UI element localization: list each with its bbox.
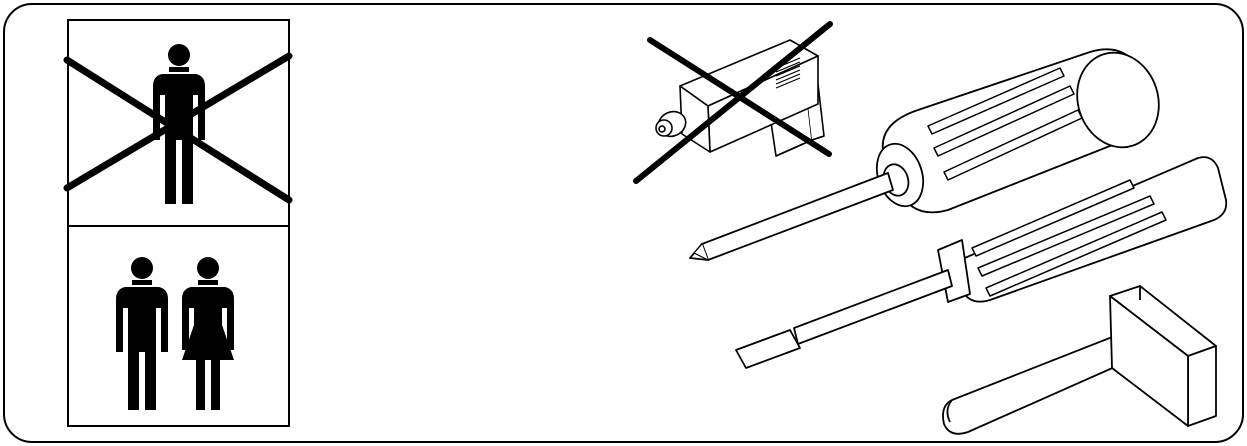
power-drill-crossed-icon xyxy=(633,21,833,184)
flathead-screwdriver-icon xyxy=(735,156,1228,369)
woman-figure-icon xyxy=(182,257,234,410)
man-figure-icon xyxy=(153,44,205,204)
two-persons-icon xyxy=(116,257,234,410)
man-figure-icon xyxy=(116,257,168,410)
prohibition-cross-icon xyxy=(633,21,833,184)
phillips-screwdriver-icon xyxy=(689,48,1160,261)
one-person-crossed-icon xyxy=(63,44,293,204)
hammer-icon xyxy=(942,285,1217,435)
prohibition-cross-icon xyxy=(63,52,293,204)
